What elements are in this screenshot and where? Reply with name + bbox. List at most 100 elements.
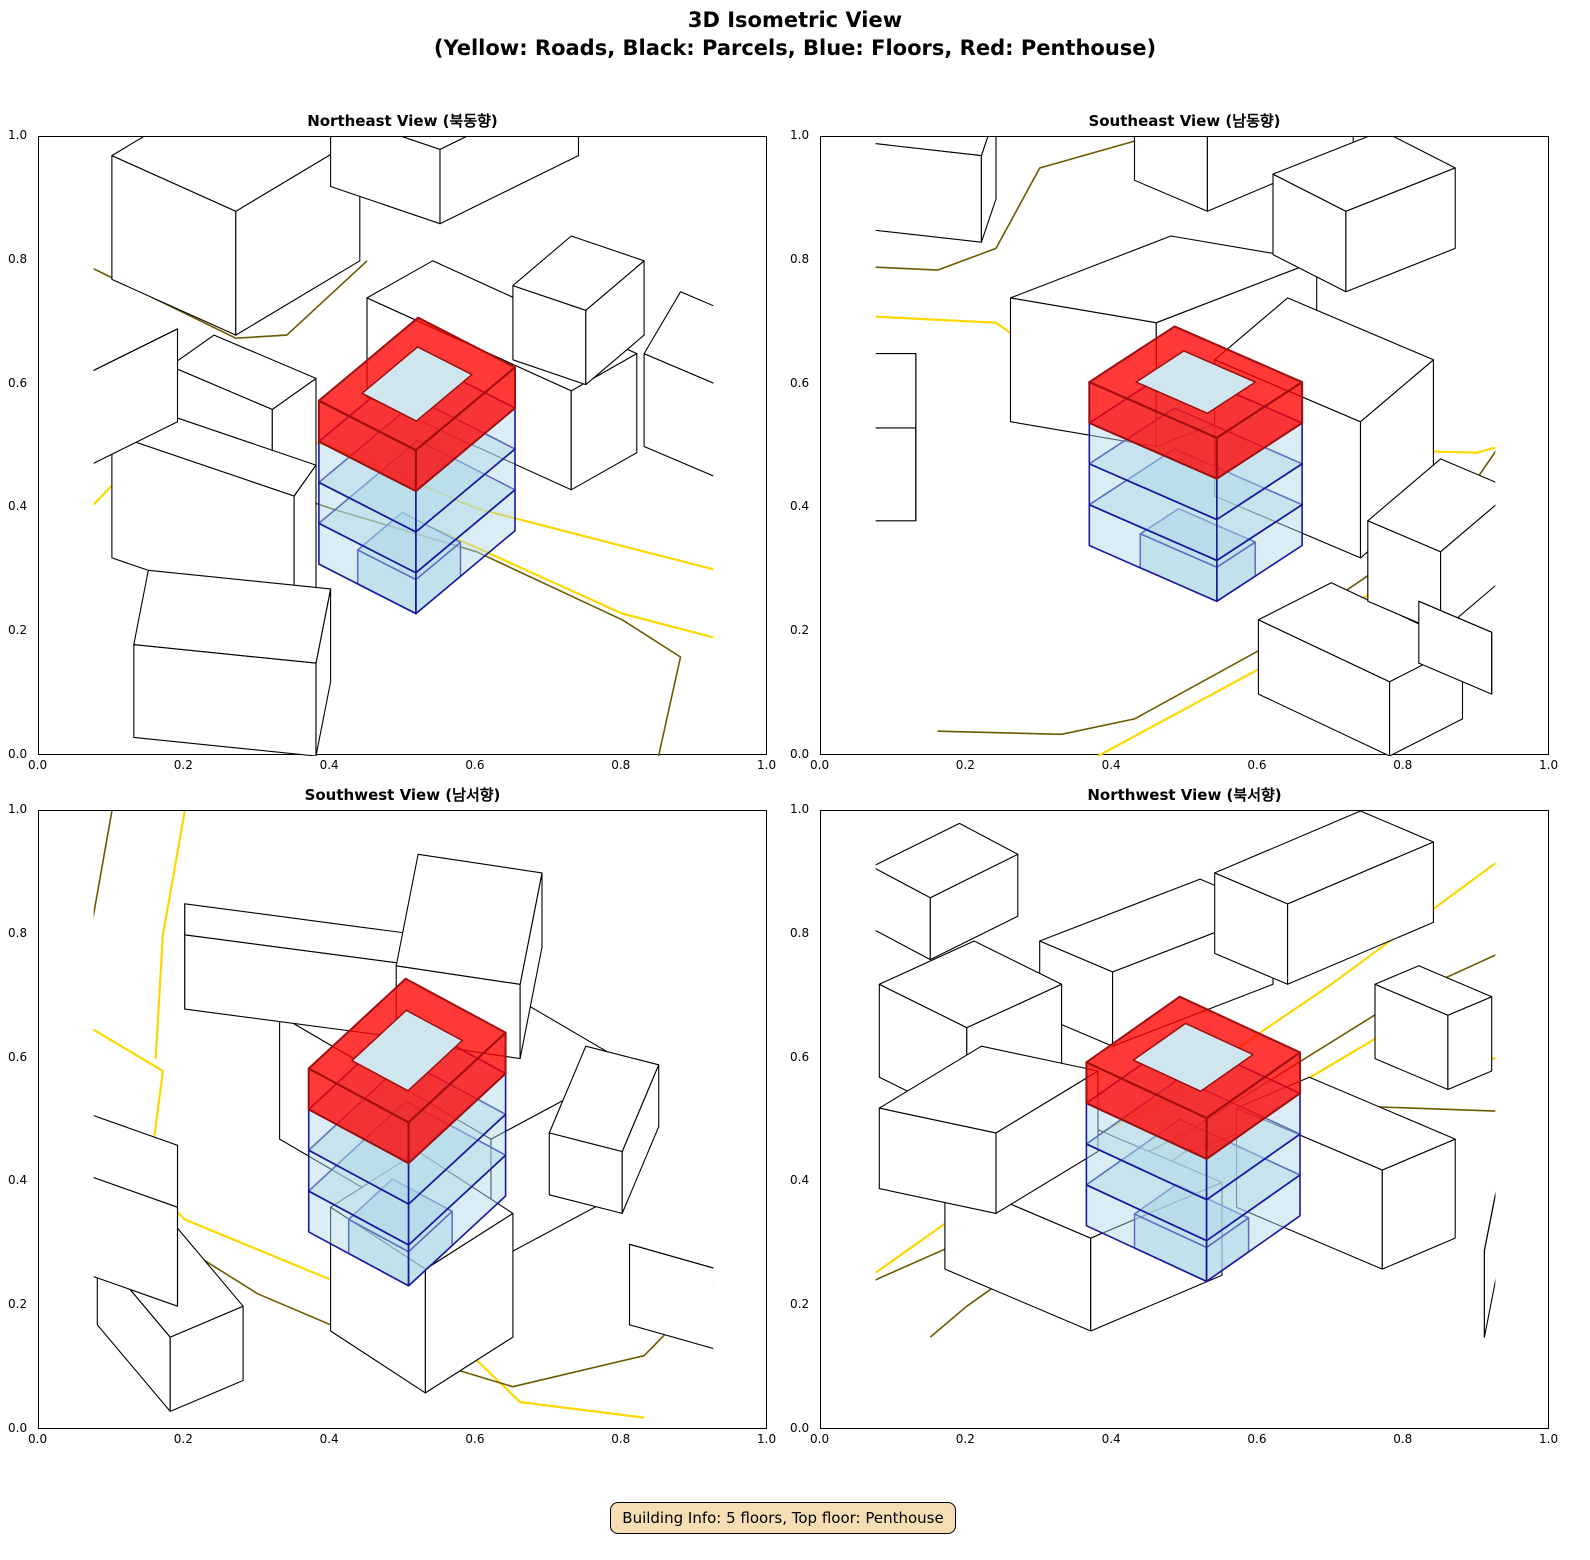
- x-tick-label: 0.8: [611, 758, 631, 772]
- northeast-view-axes: [38, 136, 767, 756]
- parcel-building-right-face: [717, 323, 753, 478]
- northwest-scene: [875, 811, 1496, 1338]
- parcel-building: [512, 235, 645, 386]
- parcel-building: [111, 137, 361, 336]
- x-tick-label: 0.2: [955, 1432, 975, 1446]
- parcel-building: [1418, 600, 1493, 695]
- parcel-building-top-face: [548, 1045, 660, 1153]
- x-tick-label: 0.6: [465, 758, 485, 772]
- x-tick-label: 0.0: [810, 1432, 830, 1446]
- floor-annex-top-face: [1139, 507, 1256, 568]
- penthouse-courtyard: [1132, 1022, 1254, 1093]
- figure-title: 3D Isometric View (Yellow: Roads, Black:…: [0, 6, 1590, 62]
- y-tick-label: 0.0: [8, 1421, 28, 1435]
- x-tick-label: 0.4: [319, 1432, 339, 1446]
- building-info-box: Building Info: 5 floors, Top floor: Pent…: [610, 1502, 956, 1534]
- y-tick-label: 0.2: [8, 623, 28, 638]
- parcel-building-top-face: [93, 1115, 179, 1208]
- parcel-building: [875, 822, 1019, 961]
- floor-annex: [347, 1178, 453, 1287]
- parcel-building: [548, 1045, 660, 1214]
- parcel-building: [1483, 1192, 1496, 1338]
- parcel-building-top-face: [401, 137, 467, 150]
- parcel-building-left-face: [875, 427, 917, 522]
- scene-content: [875, 811, 1496, 1338]
- parcel-building-top-face: [1418, 600, 1493, 633]
- road-line: [93, 811, 113, 919]
- x-tick-label: 1.0: [1539, 758, 1559, 772]
- floor-annex-top-face: [347, 1178, 453, 1253]
- road-line: [154, 811, 186, 1059]
- southwest-view-title: Southwest View (남서향): [304, 786, 501, 804]
- parcel-building: [93, 328, 179, 464]
- y-tick-label: 0.6: [8, 1049, 28, 1064]
- x-tick-label: 0.0: [28, 758, 48, 772]
- y-tick-label: 0.6: [790, 1049, 810, 1064]
- parcel-building: [878, 1045, 1099, 1214]
- x-tick-label: 0.8: [1393, 1432, 1413, 1446]
- parcel-building-top-face: [878, 1045, 1099, 1134]
- parcel-building: [93, 1115, 179, 1307]
- scene-content: [875, 137, 1496, 756]
- x-tick-label: 0.8: [1393, 758, 1413, 772]
- southwest-scene: [93, 811, 714, 1419]
- y-tick-label: 0.6: [790, 375, 810, 390]
- parcel-building-left-face: [875, 143, 982, 243]
- y-tick-label: 0.4: [790, 1173, 810, 1188]
- y-tick-label: 0.8: [8, 925, 28, 940]
- parcel-building: [643, 291, 753, 478]
- y-tick-label: 0.4: [8, 1173, 28, 1188]
- road-line: [93, 1028, 645, 1419]
- penthouse-courtyard: [1135, 350, 1257, 415]
- parcel-building-top-face: [512, 235, 645, 311]
- y-tick-label: 0.4: [8, 499, 28, 514]
- parcel-building: [875, 353, 917, 522]
- northeast-scene: [93, 137, 753, 756]
- floor-1: [1085, 1118, 1301, 1283]
- parcel-building-top-face: [643, 291, 714, 384]
- parcel-building-top-face: [878, 940, 1063, 1029]
- parcel-building-right-face: [1483, 1192, 1496, 1338]
- x-tick-label: 0.2: [955, 758, 975, 772]
- parcel-building-top-face: [1009, 235, 1318, 324]
- northeast-view-title: Northeast View (북동향): [307, 112, 498, 130]
- southeast-view-title: Southeast View (남동향): [1088, 112, 1281, 130]
- x-tick-label: 0.4: [1101, 758, 1121, 772]
- parcel-building-right-face: [1440, 504, 1496, 633]
- road-line: [875, 137, 1150, 271]
- y-tick-label: 1.0: [8, 802, 28, 816]
- parcel-building-top-face: [1272, 137, 1456, 212]
- parcel-building-top-face: [111, 137, 361, 212]
- parcel-building-top-face: [133, 569, 332, 664]
- parcel-building-top-face: [93, 328, 179, 371]
- parcel-building: [1374, 965, 1493, 1091]
- floor-annex: [1139, 507, 1256, 603]
- penthouse-courtyard: [361, 346, 473, 422]
- y-tick-label: 0.0: [8, 747, 28, 761]
- y-tick-label: 1.0: [8, 128, 28, 142]
- parcel-building-top-face: [169, 334, 317, 410]
- parcel-building-top-face: [875, 137, 989, 157]
- x-tick-label: 1.0: [1539, 1432, 1559, 1446]
- figure-title-line1: 3D Isometric View: [687, 8, 903, 32]
- x-tick-label: 0.4: [319, 758, 339, 772]
- x-tick-label: 1.0: [757, 1432, 777, 1446]
- floor-annex-top-face: [356, 511, 462, 581]
- parcel-building-top-face: [1483, 1192, 1496, 1252]
- y-tick-label: 0.8: [8, 251, 28, 266]
- scene-content: [93, 137, 753, 756]
- parcel-building: [875, 137, 997, 243]
- floor-1: [307, 1100, 507, 1287]
- y-tick-label: 0.2: [790, 1297, 810, 1312]
- floor-1: [1088, 448, 1303, 603]
- figure-title-line2: (Yellow: Roads, Black: Parcels, Blue: Fl…: [433, 36, 1157, 60]
- road-line: [403, 513, 714, 639]
- penthouse-courtyard: [351, 1009, 464, 1092]
- y-tick-label: 0.0: [790, 747, 810, 761]
- y-tick-label: 0.2: [8, 1297, 28, 1312]
- y-tick-label: 1.0: [790, 802, 810, 816]
- x-tick-label: 0.0: [28, 1432, 48, 1446]
- x-tick-label: 0.2: [173, 1432, 193, 1446]
- northwest-view-title: Northwest View (북서향): [1087, 786, 1282, 804]
- southwest-view-axes: [38, 810, 767, 1429]
